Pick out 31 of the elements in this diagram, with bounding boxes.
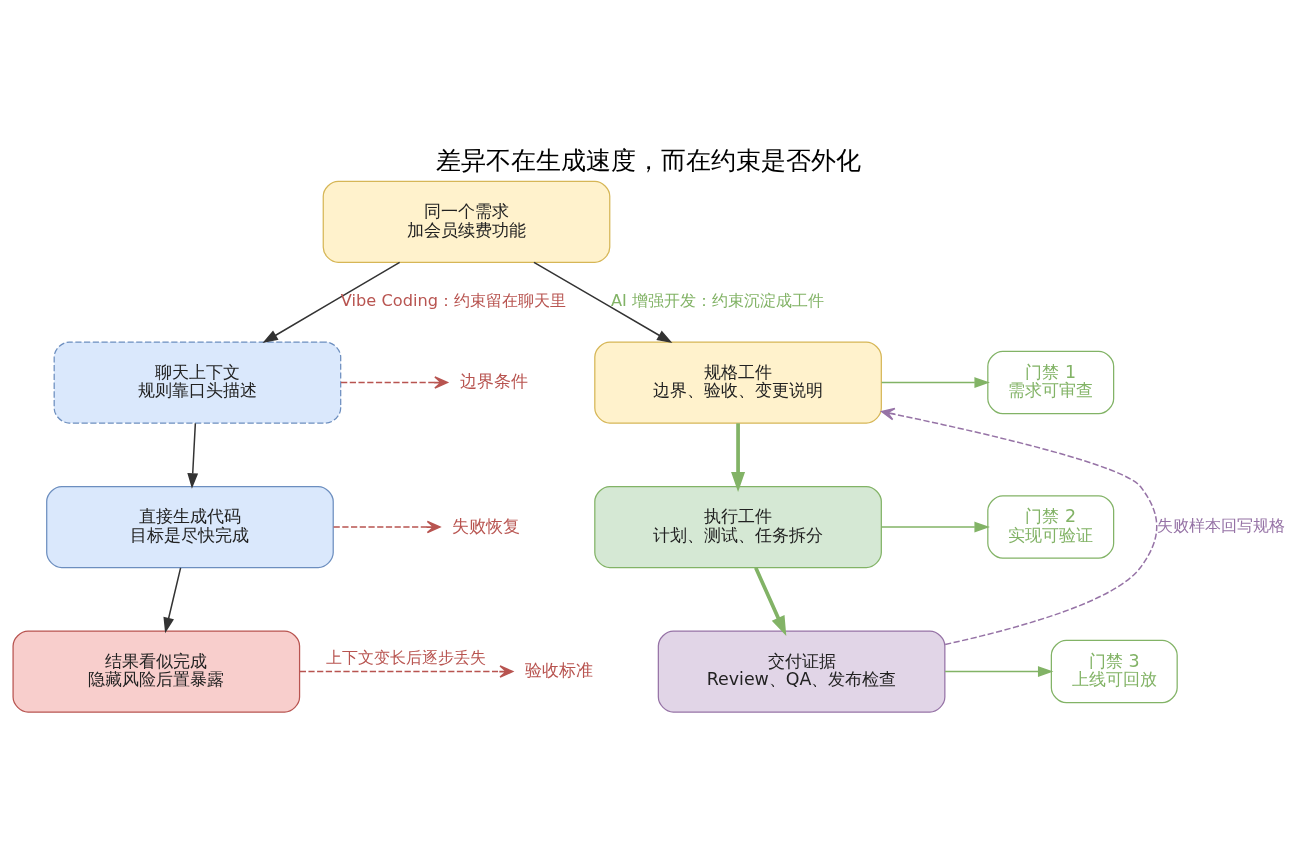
arrow — [880, 521, 990, 532]
arrow — [187, 422, 199, 489]
node-text: 验收标准 — [524, 659, 593, 680]
arrow — [340, 375, 449, 389]
node-box: 同一个需求 加会员续费功能 — [322, 180, 611, 263]
arrow — [332, 520, 441, 533]
node-box: 执行工件 计划、测试、任务拆分 — [594, 485, 882, 568]
arrow — [731, 422, 746, 492]
diagram-title: 差异不在生成速度，而在约束是否外化 — [436, 145, 862, 175]
node-box: 结果看似完成 隐藏风险后置暴露 — [12, 629, 301, 713]
arrow — [533, 261, 673, 343]
edge-label: Vibe Coding：约束留在聊天里 — [340, 290, 566, 310]
node-box: 规格工件 边界、验收、变更说明 — [594, 340, 882, 424]
node-box: 聊天上下文 规则靠口头描述 — [53, 340, 342, 424]
arrow — [163, 566, 182, 633]
node-box: 交付证据 Review、QA、发布检查 — [657, 629, 946, 713]
arrow — [880, 376, 990, 388]
edge-label: 上下文变长后逐步丢失 — [326, 647, 487, 667]
arrow — [299, 664, 514, 678]
arrow — [880, 407, 1158, 645]
node-box: 门禁 2 实现可验证 — [987, 494, 1115, 559]
node-text: 边界条件 — [459, 370, 528, 391]
node-box: 门禁 3 上线可回放 — [1050, 639, 1178, 703]
edge-label: AI 增强开发：约束沉淀成工件 — [611, 290, 825, 310]
node-box: 直接生成代码 目标是尽快完成 — [46, 485, 334, 568]
node-box: 门禁 1 需求可审查 — [987, 350, 1115, 414]
arrow — [754, 566, 787, 636]
arrow — [944, 665, 1054, 677]
arrow — [262, 261, 401, 343]
edge-label: 失败样本回写规格 — [1156, 515, 1285, 535]
node-text: 失败恢复 — [452, 515, 521, 536]
